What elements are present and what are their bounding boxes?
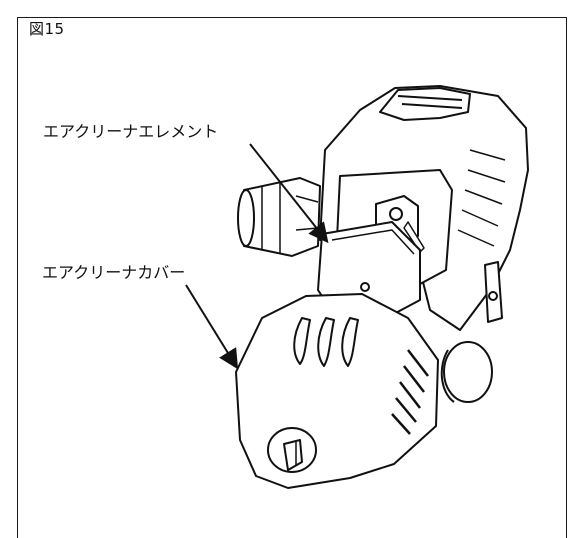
leader-air-cleaner-element	[249, 143, 329, 244]
callout-air-cleaner-cover: エアクリーナカバー	[42, 263, 186, 282]
air-cleaner-element	[317, 221, 421, 317]
callout-air-cleaner-element: エアクリーナエレメント	[43, 122, 219, 141]
right-knob	[443, 341, 493, 403]
figure-frame	[17, 17, 567, 538]
figure-label: 図15	[29, 20, 65, 38]
leader-air-cleaner-cover	[185, 284, 239, 370]
